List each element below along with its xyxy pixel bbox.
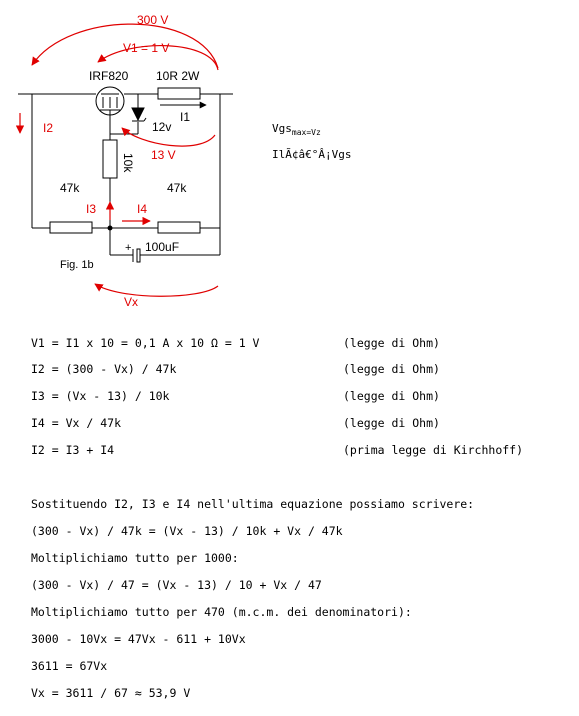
- vgs-max-note: Vgsmax=Vz: [272, 122, 321, 137]
- label-10k: 10k: [121, 153, 135, 173]
- equation-line: I3 = (Vx - 13) / 10k: [31, 389, 170, 403]
- equation-note: (legge di Ohm): [343, 416, 440, 430]
- resistor-10r: [157, 87, 201, 100]
- equation-note: (legge di Ohm): [343, 362, 440, 376]
- label-12v: 12v: [152, 120, 171, 134]
- label-i1: I1: [180, 110, 190, 124]
- zener-diode-symbol: [131, 107, 147, 122]
- label-irf820: IRF820: [89, 69, 129, 83]
- red-arrows: [15, 23, 219, 297]
- encoding-note: IlÃ¢â€°Â¡Vgs: [272, 148, 352, 161]
- label-300v: 300 V: [137, 13, 168, 27]
- equation-note: (prima legge di Kirchhoff): [343, 443, 524, 457]
- label-10r-2w: 10R 2W: [156, 69, 200, 83]
- vgs-subscript: max=Vz: [291, 128, 321, 138]
- equation-line: I2 = (300 - Vx) / 47k: [31, 362, 177, 376]
- circuit-diagram: 300 V V1 = 1 V IRF820 10R 2W I1 I2 12v 1…: [15, 13, 233, 309]
- step-line: Vx = 3611 / 67 ≈ 53,9 V: [31, 686, 191, 700]
- label-v1: V1 = 1 V: [123, 41, 169, 55]
- equation-note: (legge di Ohm): [343, 389, 440, 403]
- label-100uf: 100uF: [145, 240, 179, 254]
- resistor-47k-left: [49, 221, 93, 234]
- step-line: (300 - Vx) / 47 = (Vx - 13) / 10 + Vx / …: [31, 578, 322, 592]
- label-47k-right: 47k: [167, 181, 187, 195]
- equation-note: (legge di Ohm): [343, 336, 440, 350]
- equation-line: I4 = Vx / 47k: [31, 416, 122, 430]
- label-i2: I2: [43, 121, 53, 135]
- step-line: (300 - Vx) / 47k = (Vx - 13) / 10k + Vx …: [31, 524, 343, 538]
- equation-line: V1 = I1 x 10 = 0,1 A x 10 Ω = 1 V: [31, 336, 260, 350]
- capacitor-symbol: [132, 248, 141, 263]
- junction-dot: [107, 225, 113, 231]
- equation-line: I2 = I3 + I4: [31, 443, 115, 457]
- resistor-10k: [102, 139, 118, 179]
- label-i4: I4: [137, 202, 147, 216]
- step-line: Moltiplichiamo tutto per 470 (m.c.m. dei…: [31, 605, 412, 619]
- label-47k-left: 47k: [60, 181, 80, 195]
- vgs-prefix: Vgs: [272, 122, 292, 135]
- label-fig-1b: Fig. 1b: [60, 259, 94, 271]
- step-line: 3611 = 67Vx: [31, 659, 108, 673]
- mosfet-symbol: [95, 86, 125, 116]
- step-line: Sostituendo I2, I3 e I4 nell'ultima equa…: [31, 497, 475, 511]
- label-vx: Vx: [124, 295, 138, 309]
- label-i3: I3: [86, 202, 96, 216]
- resistor-47k-right: [157, 221, 201, 234]
- label-13v: 13 V: [151, 148, 176, 162]
- step-line: 3000 - 10Vx = 47Vx - 611 + 10Vx: [31, 632, 246, 646]
- step-line: Moltiplichiamo tutto per 1000:: [31, 551, 239, 565]
- label-plus: +: [125, 242, 131, 254]
